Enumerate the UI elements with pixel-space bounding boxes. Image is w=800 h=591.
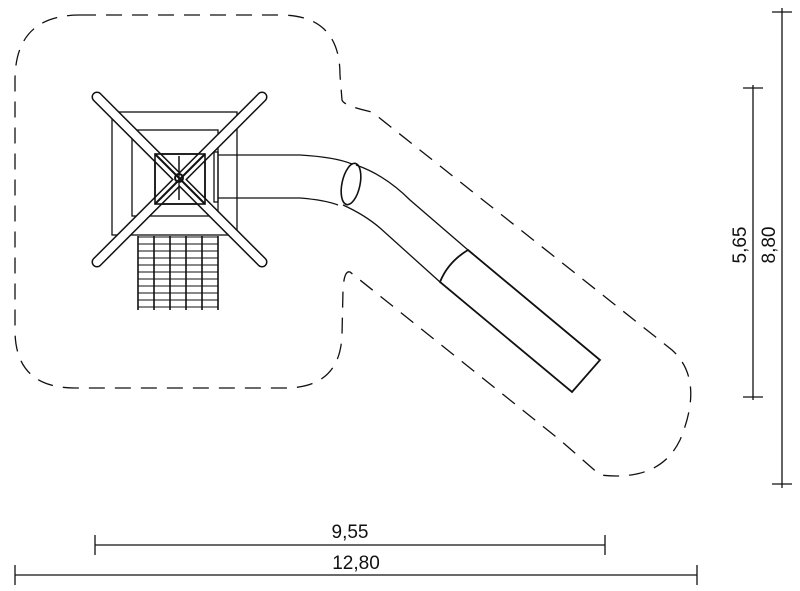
dimension-label-8-80: 8,80: [759, 227, 780, 264]
slide-runout: [438, 248, 602, 394]
dimension-label-9-55: 9,55: [332, 522, 369, 543]
dimension-label-5-65: 5,65: [730, 227, 751, 264]
cross-beams: [91, 91, 268, 268]
climbing-net: [137, 236, 219, 310]
dimension-lines: [14, 8, 792, 585]
tube-slide: [213, 151, 602, 394]
dimension-label-12-80: 12,80: [332, 553, 380, 574]
safety-zone-outline: [14, 14, 692, 477]
